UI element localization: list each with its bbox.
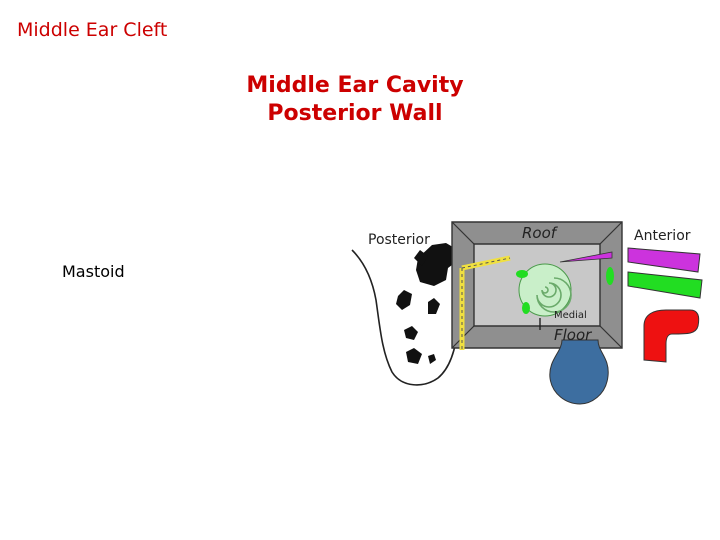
anterior-green-opening [606, 267, 614, 285]
canal-tensor-tympani [627, 247, 701, 273]
title-line-1: Middle Ear Cavity [246, 73, 464, 98]
cochlea-spiral [536, 277, 572, 313]
round-window [522, 302, 530, 314]
label-roof: Roof [522, 224, 559, 242]
label-floor: Floor [554, 326, 592, 344]
mastoid-air-cells [396, 243, 458, 364]
jugular-bulb [549, 339, 609, 405]
slide-corner-title: Middle Ear Cleft [17, 19, 168, 41]
mastoid-label: Mastoid [62, 262, 125, 281]
label-medial: Medial [554, 310, 587, 321]
oval-window [516, 270, 528, 278]
internal-carotid-artery [643, 309, 700, 363]
label-posterior: Posterior [368, 232, 430, 248]
label-anterior: Anterior [634, 228, 691, 244]
mastoid-outline [351, 249, 459, 386]
eustachian-tube [627, 271, 703, 299]
title-line-2: Posterior Wall [267, 101, 443, 126]
tensor-tympani-canal [559, 251, 613, 263]
slide-title: Middle Ear Cavity Posterior Wall [175, 72, 535, 128]
